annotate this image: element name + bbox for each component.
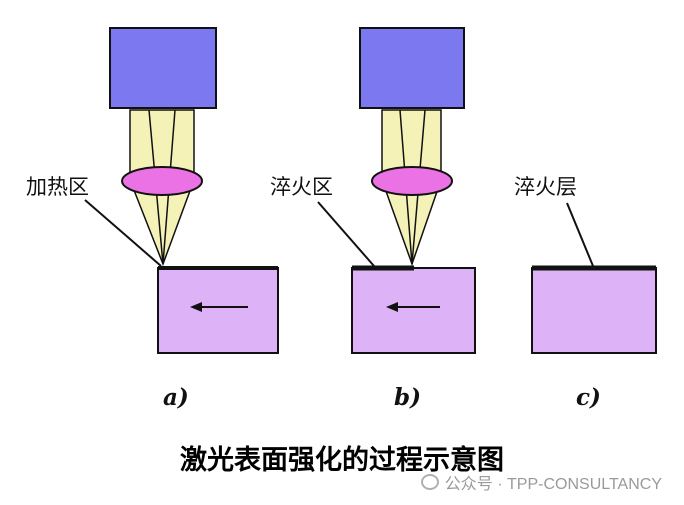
panel-c: 淬火层 c) <box>514 175 657 411</box>
zone-label: 淬火层 <box>514 175 577 199</box>
laser-head <box>359 27 465 109</box>
focusing-lens <box>121 166 203 196</box>
panel-a: 加热区 a) <box>26 27 279 411</box>
zone-label: 加热区 <box>26 175 89 199</box>
wechat-icon <box>420 474 439 490</box>
leader-line <box>566 202 594 267</box>
panel-b: 淬火区 b) <box>270 27 476 411</box>
workpiece <box>157 267 279 354</box>
workpiece <box>531 267 657 354</box>
diagram-caption: 激光表面强化的过程示意图 <box>180 445 504 476</box>
arrow-head-icon <box>190 302 202 312</box>
zone-label: 淬火区 <box>270 175 333 199</box>
watermark: 公众号 · TPP-CONSULTANCY <box>420 470 662 494</box>
panel-sublabel: c) <box>576 384 601 411</box>
panel-sublabel: a) <box>163 384 189 411</box>
watermark-text: 公众号 · TPP-CONSULTANCY <box>444 476 662 493</box>
leader-line <box>317 201 375 267</box>
leader-line <box>84 199 162 267</box>
workpiece <box>351 267 476 354</box>
focusing-lens <box>371 166 453 196</box>
panel-sublabel: b) <box>394 384 421 411</box>
arrow-head-icon <box>386 302 398 312</box>
laser-head <box>109 27 217 109</box>
